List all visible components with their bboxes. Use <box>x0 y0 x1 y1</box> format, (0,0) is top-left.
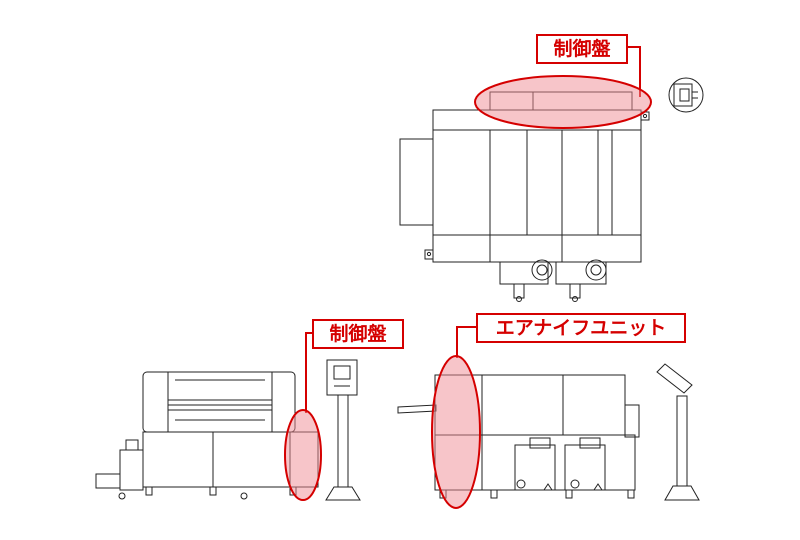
front-control-panel-highlight <box>284 409 322 501</box>
top-control-panel-highlight <box>474 75 652 129</box>
front-view <box>95 359 361 501</box>
highlight-regions <box>284 75 652 509</box>
air-knife-unit-label: エアナイフユニット <box>476 313 686 343</box>
front-control-panel-label: 制御盤 <box>312 319 404 349</box>
air-knife-highlight <box>431 355 481 509</box>
top-control-panel-label: 制御盤 <box>536 34 628 64</box>
